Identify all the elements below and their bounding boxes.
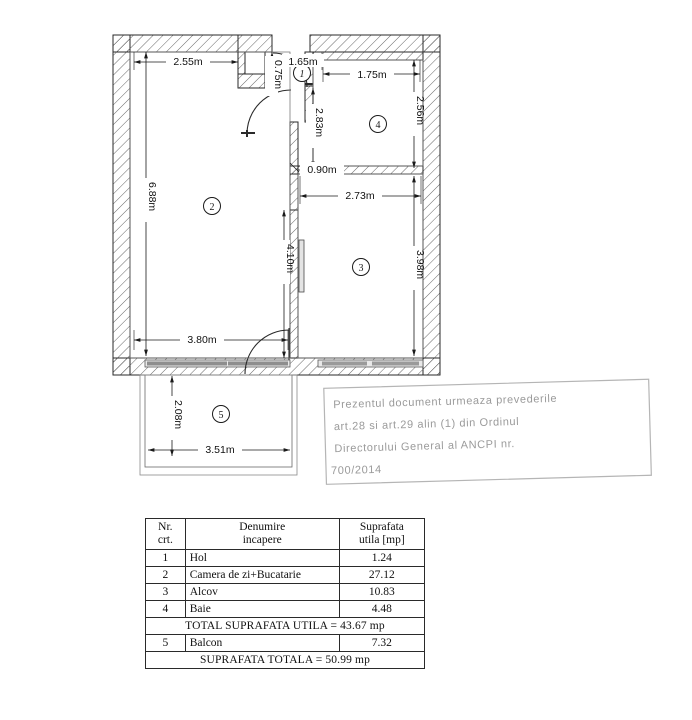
table-header-row: Nr. crt. Denumire incapere Suprafata uti… bbox=[145, 518, 426, 550]
header-suprafata: Suprafata utila [mp] bbox=[338, 518, 426, 550]
table-row: 2 Camera de zi+Bucatarie 27.12 bbox=[145, 565, 426, 584]
table-row: 1 Hol 1.24 bbox=[145, 548, 426, 567]
stamp-line-3: Directorului General al ANCPI nr. bbox=[334, 438, 515, 455]
room-marker-2: 2 bbox=[203, 197, 221, 215]
dimension-label-1-75m: 1.75m bbox=[357, 69, 386, 81]
row-nr: 1 bbox=[145, 548, 186, 567]
dimension-label-3-98m: 3.98m bbox=[414, 250, 426, 279]
stamp-line-2: art.28 si art.29 alin (1) din Ordinul bbox=[334, 416, 520, 433]
room-marker-1-label: 1 bbox=[300, 69, 305, 80]
total-area-row: SUPRAFATA TOTALA = 50.99 mp bbox=[145, 650, 425, 669]
area-schedule-table: Nr. crt. Denumire incapere Suprafata uti… bbox=[145, 518, 426, 669]
room-marker-3: 3 bbox=[352, 258, 370, 276]
header-area-line2: utila [mp] bbox=[359, 533, 405, 546]
room-inner-outlines bbox=[129, 51, 424, 359]
row-area: 27.12 bbox=[338, 565, 426, 584]
room-marker-4-label: 4 bbox=[376, 120, 381, 131]
header-area-line1: Suprafata bbox=[359, 521, 404, 533]
room-marker-5: 5 bbox=[212, 405, 230, 423]
table-row-balcony: 5 Balcon 7.32 bbox=[145, 633, 426, 652]
dimension-label-3-51m: 3.51m bbox=[205, 444, 234, 456]
room-marker-4: 4 bbox=[369, 115, 387, 133]
dimension-label-1-65m: 1.65m bbox=[288, 56, 317, 68]
table-row: 4 Baie 4.48 bbox=[145, 599, 426, 618]
dimension-label-4-10m: 4.10m bbox=[284, 244, 296, 273]
interior-walls bbox=[289, 51, 424, 359]
dimension-label-2-73m: 2.73m bbox=[345, 190, 374, 202]
dimension-label-3-80m: 3.80m bbox=[187, 334, 216, 346]
row-area: 1.24 bbox=[338, 548, 426, 567]
row-nr: 4 bbox=[145, 599, 186, 618]
row-area: 10.83 bbox=[338, 582, 426, 601]
header-nr-crt: Nr. crt. bbox=[145, 518, 186, 550]
floor-plan-drawing: 1 2 3 4 5 bbox=[112, 34, 652, 485]
dimension-label-0-75m: 0.75m bbox=[272, 60, 284, 89]
row-nr: 3 bbox=[145, 582, 186, 601]
total-area-text: SUPRAFATA TOTALA = 50.99 mp bbox=[145, 650, 425, 669]
stamp-line-1: Prezentul document urmeaza prevederile bbox=[333, 393, 557, 411]
row-area: 4.48 bbox=[338, 599, 426, 618]
header-nr-line1: Nr. bbox=[158, 521, 173, 533]
stamp-line-4: 700/2014 bbox=[331, 464, 382, 477]
row-area: 7.32 bbox=[338, 633, 426, 652]
row-nr: 5 bbox=[145, 633, 186, 652]
dimension-label-2-83m: 2.83m bbox=[313, 108, 325, 137]
row-name: Balcon bbox=[184, 633, 340, 652]
row-name: Alcov bbox=[184, 582, 340, 601]
door-swing-arcs bbox=[241, 52, 313, 375]
header-denumire: Denumire incapere bbox=[184, 518, 340, 550]
dimension-label-2-56m: 2.56m bbox=[414, 96, 426, 125]
dimension-label-6-88m: 6.88m bbox=[146, 182, 158, 211]
dimension-label-2-08m: 2.08m bbox=[172, 400, 184, 429]
room-marker-5-label: 5 bbox=[219, 410, 224, 421]
dimension-label-0-90m: 0.90m bbox=[307, 164, 336, 176]
row-name: Hol bbox=[184, 548, 340, 567]
dimension-labels: 2.55m 0.75m 1.65m 1.75m 2.56m 2.83m 0.90… bbox=[139, 54, 426, 456]
total-usable-area-row: TOTAL SUPRAFATA UTILA = 43.67 mp bbox=[145, 616, 425, 635]
row-nr: 2 bbox=[145, 565, 186, 584]
row-name: Camera de zi+Bucatarie bbox=[184, 565, 340, 584]
room-marker-2-label: 2 bbox=[210, 202, 215, 213]
ancpi-compliance-stamp: Prezentul document urmeaza prevederile a… bbox=[323, 378, 652, 485]
table-row: 3 Alcov 10.83 bbox=[145, 582, 426, 601]
row-name: Baie bbox=[184, 599, 340, 618]
header-nr-line2: crt. bbox=[157, 533, 173, 546]
room-marker-3-label: 3 bbox=[359, 263, 364, 274]
header-name-line1: Denumire bbox=[239, 521, 286, 533]
dimension-label-2-55m: 2.55m bbox=[173, 56, 202, 68]
balcony-outline bbox=[139, 374, 298, 476]
total-usable-area-text: TOTAL SUPRAFATA UTILA = 43.67 mp bbox=[145, 616, 425, 635]
header-name-line2: incapere bbox=[242, 533, 282, 546]
